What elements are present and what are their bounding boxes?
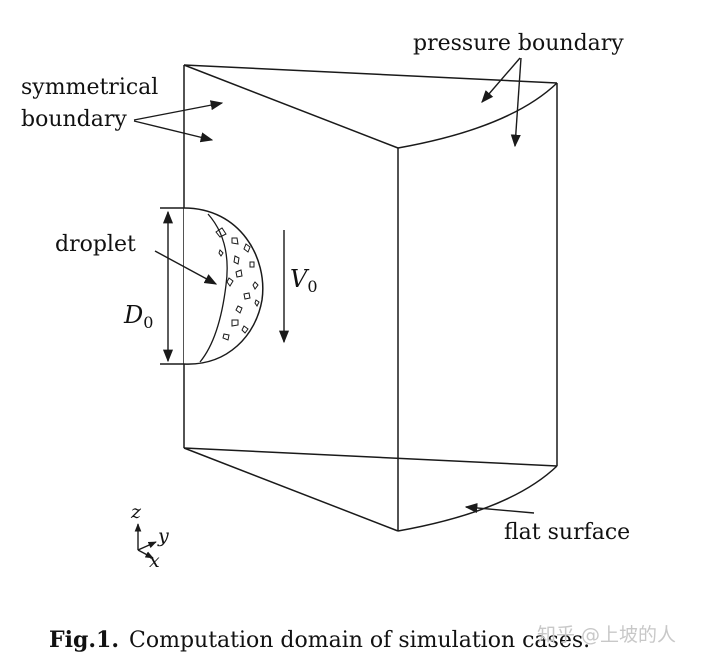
droplet-leader: [154, 250, 218, 285]
symmetrical-leader-bottom: [133, 120, 214, 143]
figure-caption: Fig.1. Computation domain of simulation c…: [49, 627, 590, 653]
bottom-edge-back: [183, 447, 558, 467]
symmetrical-label: symmetrical: [21, 75, 158, 100]
symmetrical-leader-top: [133, 100, 224, 121]
velocity-subscript: 0: [307, 277, 317, 296]
flat-surface-label: flat surface: [504, 520, 630, 545]
caption-prefix: Fig.1.: [49, 627, 119, 653]
z-axis-label: z: [130, 501, 142, 523]
droplet-shape: [183, 207, 264, 365]
bottom-curved-edge: [397, 465, 558, 532]
droplet-inner-edge: [199, 213, 228, 363]
boundary-label: boundary: [21, 107, 127, 132]
domain-wedge: [183, 64, 558, 532]
bottom-edge-left: [183, 447, 399, 532]
velocity-symbol: V: [290, 265, 310, 293]
flat-surface-leader: [464, 502, 535, 514]
pressure-leader-top: [481, 57, 521, 103]
caption-text: Computation domain of simulation cases.: [129, 628, 590, 653]
y-axis: [137, 541, 157, 551]
coordinate-axes: z y x: [130, 501, 169, 572]
diameter-dimension: [160, 207, 184, 365]
x-axis-label: x: [149, 550, 160, 572]
diameter-subscript: 0: [143, 313, 153, 332]
top-edge-left: [183, 64, 399, 149]
velocity-label: V0: [290, 265, 318, 296]
droplet-label: droplet: [55, 232, 136, 257]
diameter-symbol: D: [123, 301, 143, 329]
diameter-label: D0: [123, 301, 153, 332]
top-curved-edge: [397, 82, 558, 149]
watermark-text: 知乎 @上坡的人: [537, 624, 676, 646]
droplet-mesh-facets: [215, 227, 260, 341]
pressure-boundary-label: pressure boundary: [413, 31, 624, 56]
droplet-outline: [183, 207, 264, 365]
x-axis: [137, 549, 154, 559]
y-axis-label: y: [157, 525, 169, 547]
top-edge-back: [183, 64, 558, 84]
pressure-leader-side: [510, 57, 522, 148]
